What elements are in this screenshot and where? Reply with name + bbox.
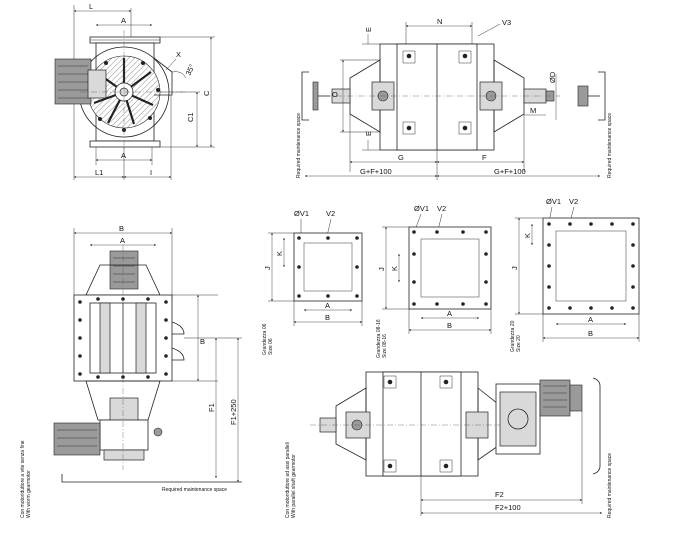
flange20-caption2: Size 20 xyxy=(516,335,522,352)
flange20-A: A xyxy=(588,315,593,324)
label-D: ØD xyxy=(548,71,557,83)
caption-worm-line2: With worm gearmotor xyxy=(26,470,32,518)
label-GF-left: G+F+100 xyxy=(360,167,392,176)
flange-size-20: ØV1 V2 J K A B Grandezza 20 Size 20 xyxy=(510,197,640,352)
flange-size-08-16: ØV1 V2 J K A B Grandezza 08-16 Size 08-1… xyxy=(376,204,492,358)
flange-size-06: ØV1 V2 J K A B Grandezza 06 Size 06 xyxy=(262,209,363,355)
view-top-left: L A xyxy=(54,2,215,180)
flange0816-K: K xyxy=(390,266,399,271)
label-M: M xyxy=(530,106,536,115)
flange06-caption2: Size 06 xyxy=(268,338,274,355)
flange20-B: B xyxy=(588,329,593,338)
view-middle-left: B A xyxy=(20,224,242,518)
maintenance-right: Required maintenance space xyxy=(607,113,613,178)
maintenance-bottom: Required maintenance space xyxy=(607,453,613,518)
label-C1: C1 xyxy=(186,112,195,122)
label-angle: 35° xyxy=(184,63,197,77)
flange0816-V2: V2 xyxy=(437,204,446,213)
maintenance-left: Required maintenance space xyxy=(296,113,302,178)
flange0816-B: B xyxy=(447,321,452,330)
flange20-J: J xyxy=(510,266,519,270)
flange20-K: K xyxy=(523,233,532,238)
maintenance-middle: Required maintenance space xyxy=(162,487,227,493)
label-L1: L1 xyxy=(95,168,103,177)
flange06-caption1: Grandezza 06 xyxy=(262,323,268,355)
label-L: L xyxy=(89,2,93,11)
flange06-B: B xyxy=(325,313,330,322)
label-F: F xyxy=(482,153,487,162)
flange06-J: J xyxy=(263,266,272,270)
label-A-bottom: A xyxy=(121,151,126,160)
label-F2-100: F2+100 xyxy=(495,503,521,512)
label-V3: V3 xyxy=(502,18,511,27)
label-B-side: B xyxy=(200,337,205,346)
label-GF-right: G+F+100 xyxy=(494,167,526,176)
flange06-K: K xyxy=(275,251,284,256)
label-E-bottom: E xyxy=(364,131,373,136)
flange0816-A: A xyxy=(447,309,452,318)
flange0816-caption2: Size 08-16 xyxy=(382,334,388,358)
flange20-V1: ØV1 xyxy=(546,197,561,206)
label-E-top: E xyxy=(364,27,373,32)
flange06-A: A xyxy=(325,301,330,310)
caption-worm-line1: Con motoriduttore a vite senza fine xyxy=(20,440,26,518)
label-N: N xyxy=(437,17,442,26)
flange06-V2: V2 xyxy=(326,209,335,218)
flange20-V2: V2 xyxy=(569,197,578,206)
view-bottom-right: Required maintenance space F2 F2+100 Con… xyxy=(285,371,613,518)
label-B-top: B xyxy=(119,224,124,233)
label-A-top: A xyxy=(121,16,126,25)
label-I: I xyxy=(150,168,152,177)
label-X: X xyxy=(176,50,181,59)
caption-parallel-line2: With parallel shaft gearmotor xyxy=(291,454,297,518)
flange06-V1: ØV1 xyxy=(294,209,309,218)
label-O: O xyxy=(332,90,338,99)
caption-parallel-line1: Con motoriduttore ad assi paralleli xyxy=(285,442,291,518)
view-top-right: Required maintenance space Required main… xyxy=(296,17,613,180)
label-F2: F2 xyxy=(495,490,504,499)
label-G: G xyxy=(398,153,404,162)
label-F1: F1 xyxy=(207,403,216,412)
flange0816-V1: ØV1 xyxy=(414,204,429,213)
label-C: C xyxy=(202,90,211,96)
label-A-top-mid: A xyxy=(120,236,125,245)
flange0816-caption1: Grandezza 08-16 xyxy=(376,319,382,358)
flange0816-J: J xyxy=(377,267,386,271)
flange20-caption1: Grandezza 20 xyxy=(510,320,516,352)
label-F1-250: F1+250 xyxy=(229,399,238,425)
